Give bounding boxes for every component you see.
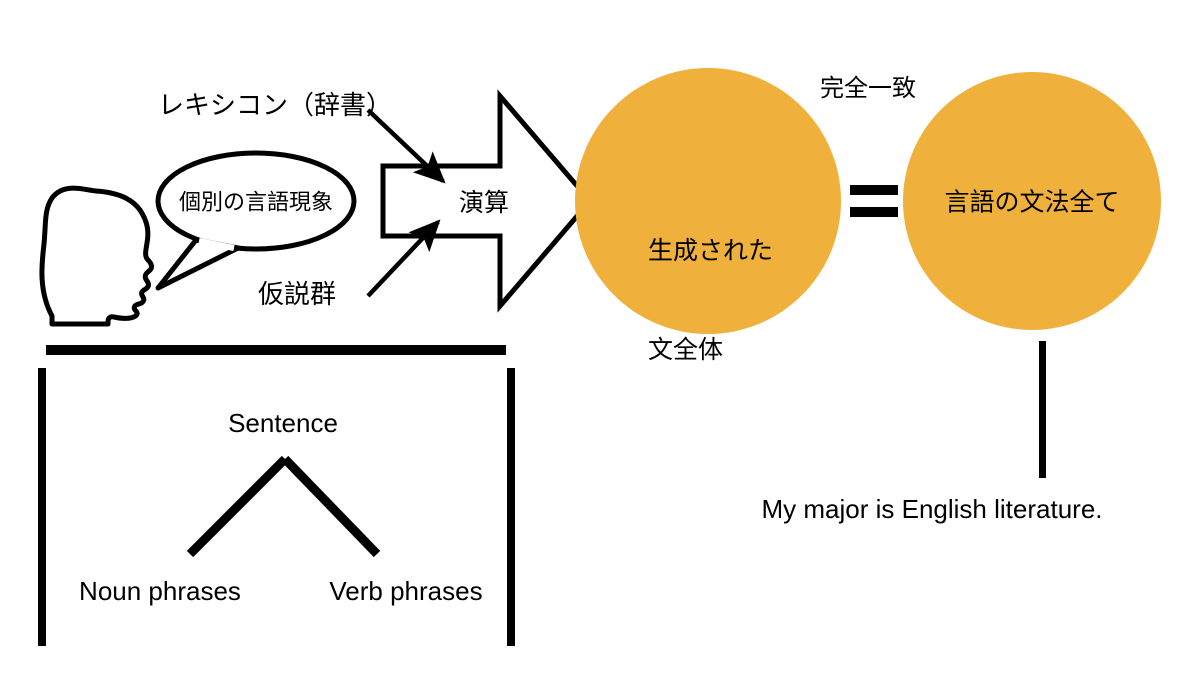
circle-generated-sentences-line-1: 生成された xyxy=(648,236,774,265)
circle-generated-sentences xyxy=(575,68,841,334)
tree-branch-right xyxy=(281,455,381,558)
tree-frame-top-bar xyxy=(46,345,506,355)
equals-sign-bar-top xyxy=(850,185,898,195)
speech-bubble-text: 個別の言語現象 xyxy=(178,190,334,216)
example-sentence: My major is English literature. xyxy=(761,493,1103,524)
speech-bubble xyxy=(155,150,357,252)
tree-root-label: Sentence xyxy=(228,407,338,438)
circle-language-grammar xyxy=(903,72,1161,330)
label-lexicon: レキシコン（辞書） xyxy=(158,91,393,121)
tree-frame-right-bar xyxy=(507,368,515,646)
label-exact-match: 完全一致 xyxy=(820,74,916,102)
circle-generated-sentences-line-2: 文全体 xyxy=(648,335,724,364)
tree-branch-left xyxy=(186,455,289,558)
example-connector-line xyxy=(1039,341,1046,478)
tree-child-label-noun-phrases: Noun phrases xyxy=(79,575,241,606)
lexicon-pointer-arrow xyxy=(366,108,446,184)
label-operation: 演算 xyxy=(459,188,510,217)
circle-language-grammar-label: 言語の文法全て xyxy=(944,187,1120,217)
head-profile-icon xyxy=(39,185,154,327)
circle-generated-sentences-label: 生成された 文全体 xyxy=(648,168,773,432)
tree-child-label-verb-phrases: Verb phrases xyxy=(329,575,483,606)
tree-frame-left-bar xyxy=(38,368,46,646)
operation-arrow xyxy=(380,89,594,313)
equals-sign-bar-bottom xyxy=(850,207,898,217)
label-hypotheses: 仮説群 xyxy=(258,280,337,310)
hypotheses-pointer-arrow xyxy=(366,219,441,298)
